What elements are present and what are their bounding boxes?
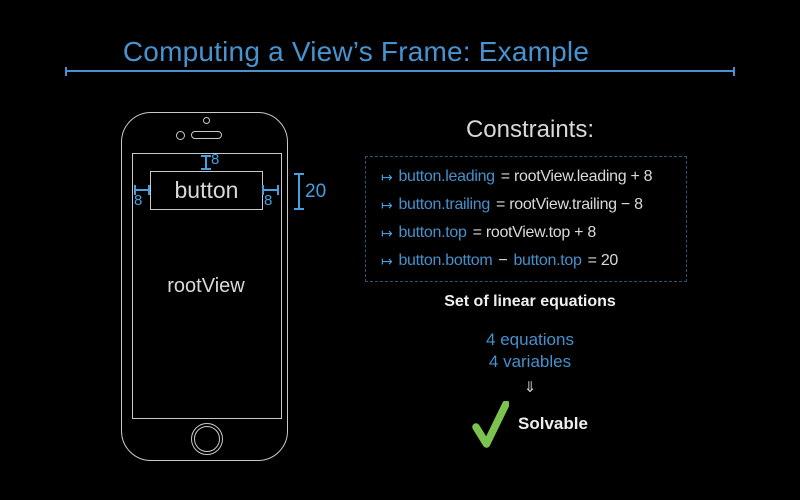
green-checkmark-icon [472,400,510,448]
maps-to-arrow-icon: ↦ [381,196,393,213]
constraint-term: button.top [513,252,582,269]
constraint-expression: = 20 [587,252,619,269]
constraint-expression: = rootView.top + 8 [472,224,597,241]
constraint-expression: = rootView.trailing − 8 [496,196,643,213]
measure-top-value: 8 [211,151,220,168]
equations-count: 4 equations [486,330,574,349]
phone-speaker-icon [191,131,222,139]
measure-leading-value: 8 [134,192,143,209]
phone-camera-icon [203,117,210,124]
button-label: button [174,177,239,203]
maps-to-arrow-icon: ↦ [381,224,393,241]
solvable-result: Solvable [369,399,691,449]
constraint-line: ↦ button.bottom − button.top = 20 [366,247,686,275]
phone-sensor-icon [176,131,185,140]
constraint-term: button.top [398,224,467,241]
measure-top-bracket [200,155,211,170]
phone-home-button-ring [194,426,220,452]
variables-count: 4 variables [488,352,572,371]
solvable-label: Solvable [518,414,588,433]
constraint-line: ↦ button.trailing = rootView.trailing − … [366,191,686,219]
title-underline [65,66,735,76]
slide-title: Computing a View’s Frame: Example [122,36,590,67]
constraint-term: button.leading [398,168,495,185]
measure-height-bracket [294,173,304,210]
set-of-linear-equations-label: Set of linear equations [444,293,616,310]
measure-trailing-bracket [262,185,279,195]
maps-to-arrow-icon: ↦ [381,252,393,269]
constraint-line: ↦ button.leading = rootView.leading + 8 [366,163,686,191]
constraint-term: button.bottom [398,252,493,269]
constraint-operator: − [498,252,508,269]
implies-down-arrow-icon: ⇓ [523,379,537,396]
phone-home-button-icon [191,423,223,455]
maps-to-arrow-icon: ↦ [381,168,393,185]
button-rect: button [150,171,263,210]
measure-trailing-value: 8 [264,192,273,209]
constraints-heading: Constraints: [465,116,595,143]
phone-outline [121,112,288,461]
rootview-label: rootView [167,275,245,297]
measure-height-value: 20 [305,181,327,202]
constraint-expression: = rootView.leading + 8 [500,168,653,185]
rootview-rect [132,153,282,419]
constraint-term: button.trailing [398,196,491,213]
constraints-box: ↦ button.leading = rootView.leading + 8 … [365,156,687,282]
constraint-line: ↦ button.top = rootView.top + 8 [366,219,686,247]
measure-leading-bracket [134,185,150,195]
